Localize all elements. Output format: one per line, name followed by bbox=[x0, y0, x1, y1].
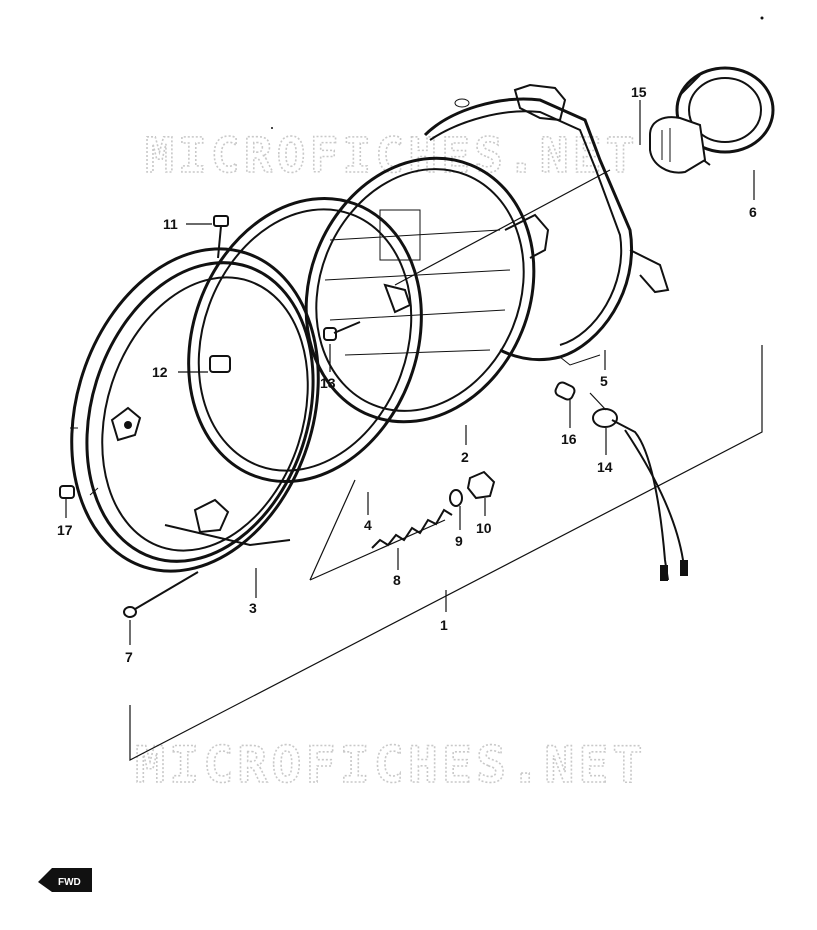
assembly-bracket bbox=[129, 345, 763, 761]
housing-shell bbox=[423, 83, 670, 366]
sealed-beam-unit bbox=[304, 156, 550, 424]
bulb bbox=[394, 116, 707, 286]
part-label-3: 3 bbox=[249, 600, 257, 616]
leader-lines bbox=[65, 100, 755, 645]
long-bolt bbox=[123, 571, 199, 618]
washer bbox=[449, 489, 463, 507]
watermark-top: MICROFICHES.NET bbox=[145, 128, 638, 184]
pilot-bulb bbox=[554, 381, 576, 401]
rim-clip bbox=[209, 355, 231, 373]
fwd-arrow-badge: FWD bbox=[38, 868, 92, 892]
adjust-screw bbox=[323, 283, 412, 341]
part-label-16: 16 bbox=[561, 431, 577, 447]
socket-wire-harness bbox=[592, 408, 688, 581]
part-label-17: 17 bbox=[57, 522, 73, 538]
part-label-10: 10 bbox=[476, 520, 492, 536]
headlight-rim bbox=[70, 247, 320, 573]
part-label-12: 12 bbox=[152, 364, 168, 380]
part-label-5: 5 bbox=[600, 373, 608, 389]
watermark-bottom: MICROFICHES.NET bbox=[135, 736, 647, 794]
part-label-14: 14 bbox=[597, 459, 613, 475]
rim-screw-top bbox=[213, 215, 229, 259]
nut bbox=[466, 470, 496, 500]
part-labels: 1 2 3 4 5 6 7 8 9 10 11 12 13 14 15 16 1… bbox=[57, 84, 757, 665]
part-label-9: 9 bbox=[455, 533, 463, 549]
part-label-15: 15 bbox=[631, 84, 647, 100]
part-label-4: 4 bbox=[364, 517, 372, 533]
part-label-11: 11 bbox=[163, 216, 178, 232]
part-label-13: 13 bbox=[320, 375, 336, 391]
fwd-label: FWD bbox=[58, 877, 81, 888]
small-screw bbox=[59, 427, 99, 499]
part-label-8: 8 bbox=[393, 572, 401, 588]
part-label-1: 1 bbox=[440, 617, 448, 633]
mounting-ring bbox=[187, 196, 423, 484]
adjust-spring bbox=[309, 479, 453, 581]
part-label-6: 6 bbox=[749, 204, 757, 220]
part-label-7: 7 bbox=[125, 649, 133, 665]
part-label-2: 2 bbox=[461, 449, 469, 465]
